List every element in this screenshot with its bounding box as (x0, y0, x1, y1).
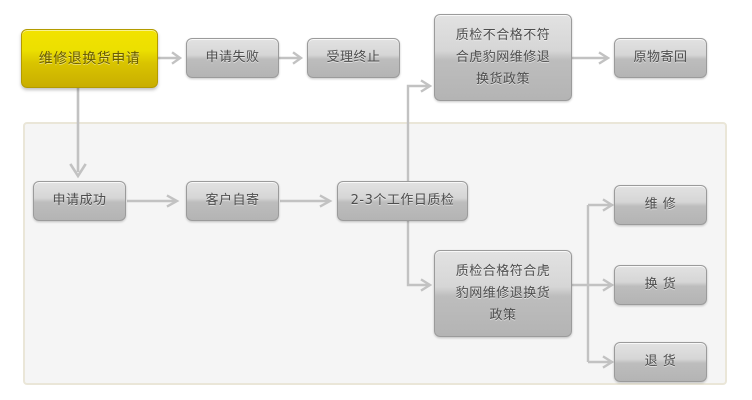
node-qc-failed-policy[interactable]: 质检不合格不符 合虎豹网维修退 换货政策 (434, 14, 572, 101)
node-refund[interactable]: 退 货 (614, 342, 707, 382)
node-label-line-2: 豹网维修退换货 (455, 285, 551, 301)
node-label-line-2: 合虎豹网维修退 (455, 49, 551, 65)
node-qc-passed-policy[interactable]: 质检合格符合虎 豹网维修退换货 政策 (434, 250, 572, 337)
node-label: 维修退换货申请 (38, 50, 141, 67)
node-qc-2-3-working-days[interactable]: 2-3个工作日质检 (337, 181, 468, 221)
node-case-terminated[interactable]: 受理终止 (307, 38, 400, 78)
arrow-start-to-apply-success (66, 88, 90, 184)
node-label: 2-3个工作日质检 (350, 193, 455, 208)
node-label: 申请失败 (205, 50, 260, 65)
arrow-qc-days-to-qc-pass (398, 213, 438, 297)
node-label: 换 货 (644, 277, 677, 292)
node-label: 原物寄回 (633, 50, 688, 65)
node-label: 退 货 (644, 354, 677, 369)
node-label-line-3: 换货政策 (475, 71, 530, 87)
node-apply-success[interactable]: 申请成功 (33, 181, 126, 221)
node-exchange[interactable]: 换 货 (614, 265, 707, 305)
arrow-apply-success-to-customer-ship (127, 193, 183, 209)
arrow-customer-ship-to-qc-days (280, 193, 336, 209)
node-label: 维 修 (644, 197, 677, 212)
node-label: 客户自寄 (205, 193, 260, 208)
node-repair-return-request[interactable]: 维修退换货申请 (21, 29, 158, 88)
node-return-original-item[interactable]: 原物寄回 (614, 38, 707, 78)
node-label-line-1: 质检合格符合虎 (455, 263, 551, 279)
node-label: 申请成功 (52, 193, 107, 208)
arrow-qc-pass-branch (568, 190, 620, 369)
node-repair[interactable]: 维 修 (614, 185, 707, 225)
node-label: 受理终止 (326, 50, 381, 65)
arrow-start-to-apply-fail (158, 50, 186, 66)
node-customer-self-ship[interactable]: 客户自寄 (186, 181, 279, 221)
node-apply-failed[interactable]: 申请失败 (186, 38, 279, 78)
node-label-line-3: 政策 (489, 307, 517, 323)
arrow-apply-fail-to-case-closed (279, 50, 307, 66)
arrow-qc-fail-to-return-original (572, 50, 614, 66)
arrow-qc-days-to-qc-fail (398, 56, 438, 186)
node-label-line-1: 质检不合格不符 (455, 27, 551, 43)
approved-flow-panel (23, 122, 727, 385)
